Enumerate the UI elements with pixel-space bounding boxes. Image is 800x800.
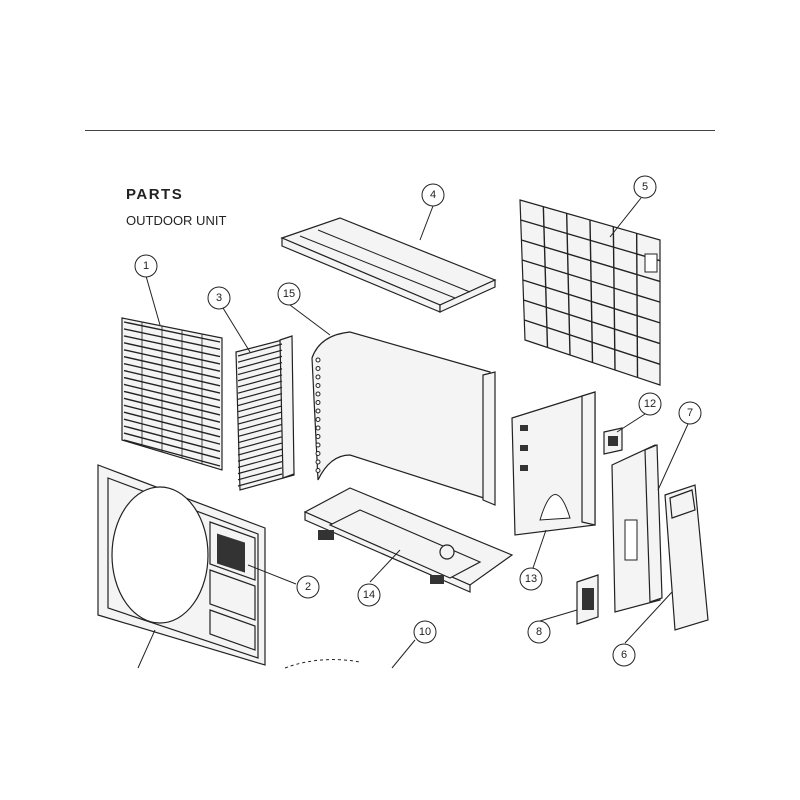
part-fan-blade	[284, 659, 361, 669]
part-small-bracket	[603, 427, 623, 455]
callout-2: 2	[296, 575, 320, 599]
header-divider	[85, 130, 715, 131]
callout-6: 6	[612, 643, 636, 667]
callout-13: 13	[519, 567, 543, 591]
page-subtitle: OUTDOOR UNIT	[126, 213, 227, 228]
part-terminal-board	[576, 574, 599, 625]
svg-text:2: 2	[305, 581, 311, 593]
part-partition-plate	[511, 391, 596, 536]
part-base-pan	[303, 487, 514, 593]
svg-text:1: 1	[143, 260, 149, 272]
part-side-panel	[611, 444, 663, 613]
svg-text:15: 15	[283, 288, 295, 300]
leader-lines	[137, 197, 689, 669]
callout-1: 1	[134, 254, 158, 278]
callout-10: 10	[413, 620, 437, 644]
svg-text:12: 12	[644, 398, 656, 410]
svg-text:8: 8	[536, 626, 542, 638]
svg-text:3: 3	[216, 292, 222, 304]
callout-14: 14	[357, 583, 381, 607]
callout-4: 4	[421, 183, 445, 207]
part-handle-cover	[664, 484, 709, 631]
part-side-grille	[235, 335, 295, 491]
part-rear-wire-grille	[519, 199, 661, 386]
part-condenser-coil	[311, 331, 496, 506]
callout-3: 3	[207, 286, 231, 310]
part-top-cover	[280, 217, 497, 313]
svg-text:5: 5	[642, 181, 648, 193]
callout-15: 15	[277, 282, 301, 306]
svg-text:13: 13	[525, 573, 537, 585]
part-rear-grille	[121, 317, 223, 471]
svg-text:6: 6	[621, 649, 627, 661]
page-title: PARTS	[126, 186, 184, 203]
callout-12: 12	[638, 392, 662, 416]
svg-text:14: 14	[363, 589, 375, 601]
part-front-panel	[97, 464, 266, 666]
svg-text:10: 10	[419, 626, 431, 638]
svg-text:7: 7	[687, 407, 693, 419]
callout-7: 7	[678, 401, 702, 425]
svg-text:4: 4	[430, 189, 436, 201]
callout-5: 5	[633, 175, 657, 199]
callout-8: 8	[527, 620, 551, 644]
